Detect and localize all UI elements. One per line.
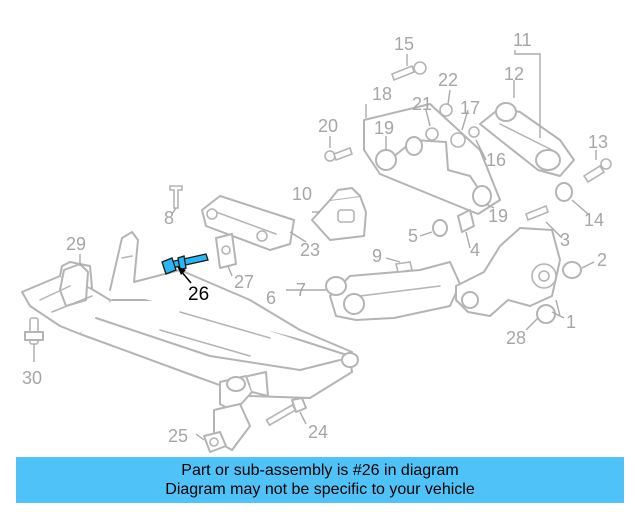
- callout-28: 28: [506, 328, 526, 348]
- banner-line-2: Diagram may not be specific to your vehi…: [165, 481, 475, 498]
- bracket-4: [457, 209, 475, 233]
- callout-10: 10: [292, 184, 312, 204]
- callout-22: 22: [438, 70, 458, 90]
- bolt-8: [169, 185, 183, 209]
- washer-21: [425, 127, 439, 141]
- upper-arm-assembly-18: [363, 103, 501, 215]
- callout-29: 29: [66, 234, 86, 254]
- callout-12: 12: [504, 64, 524, 84]
- bush-16: [468, 126, 480, 138]
- callout-19a: 19: [374, 118, 394, 138]
- bolt-24: [265, 397, 307, 427]
- mount-10: [311, 187, 367, 241]
- callout-1: 1: [566, 312, 576, 332]
- callout-19b: 19: [488, 206, 508, 226]
- bolt-26-highlighted[interactable]: [161, 253, 209, 275]
- lower-control-arm-6: [325, 261, 461, 321]
- leader-lines: [33, 50, 597, 441]
- callout-16: 16: [486, 150, 506, 170]
- bush-5: [432, 219, 448, 237]
- callout-11: 11: [513, 30, 532, 50]
- link-23: [201, 195, 295, 251]
- callout-5: 5: [408, 226, 418, 246]
- callout-17: 17: [460, 98, 480, 118]
- knuckle-1: [455, 227, 561, 317]
- bush-14: [555, 182, 573, 202]
- callout-21: 21: [412, 94, 432, 114]
- callout-23: 23: [300, 240, 320, 260]
- subframe-crossmember: [21, 231, 359, 451]
- bush-22: [439, 103, 453, 117]
- upper-link-11: [479, 102, 575, 177]
- callout-18: 18: [372, 84, 392, 104]
- bush-2: [562, 261, 582, 279]
- callout-7: 7: [296, 280, 306, 300]
- callout-26: 26: [188, 284, 209, 305]
- banner-line-1: Part or sub-assembly is #26 in diagram: [181, 462, 459, 479]
- callout-25: 25: [168, 426, 188, 446]
- washer-27: [215, 233, 237, 269]
- info-banner: Part or sub-assembly is #26 in diagram D…: [16, 457, 624, 503]
- callout-15: 15: [394, 34, 414, 54]
- bush-28: [536, 304, 556, 324]
- callout-2: 2: [597, 250, 607, 270]
- bolt-15: [391, 61, 427, 82]
- bolt-9: [395, 261, 413, 273]
- callout-14: 14: [584, 210, 604, 230]
- callout-30: 30: [22, 368, 42, 388]
- bolt-3: [525, 204, 549, 222]
- callout-6: 6: [266, 288, 276, 308]
- arrowhead-26: [177, 266, 186, 275]
- callout-13: 13: [588, 132, 608, 152]
- bolt-13: [582, 158, 612, 184]
- callout-9: 9: [372, 246, 382, 266]
- callout-20: 20: [318, 116, 338, 136]
- callout-4: 4: [470, 240, 480, 260]
- callout-3: 3: [560, 230, 570, 250]
- bolt-30: [24, 317, 44, 345]
- callout-24: 24: [308, 422, 328, 442]
- bush-17: [450, 132, 466, 148]
- nut-25: [203, 431, 227, 453]
- callout-27: 27: [234, 272, 254, 292]
- bolt-20: [324, 146, 354, 162]
- callout-8: 8: [164, 208, 174, 228]
- callout-labels: 1 2 3 4 5 6 7 8 9 10 11 12 13 14 15 16 1…: [22, 30, 608, 446]
